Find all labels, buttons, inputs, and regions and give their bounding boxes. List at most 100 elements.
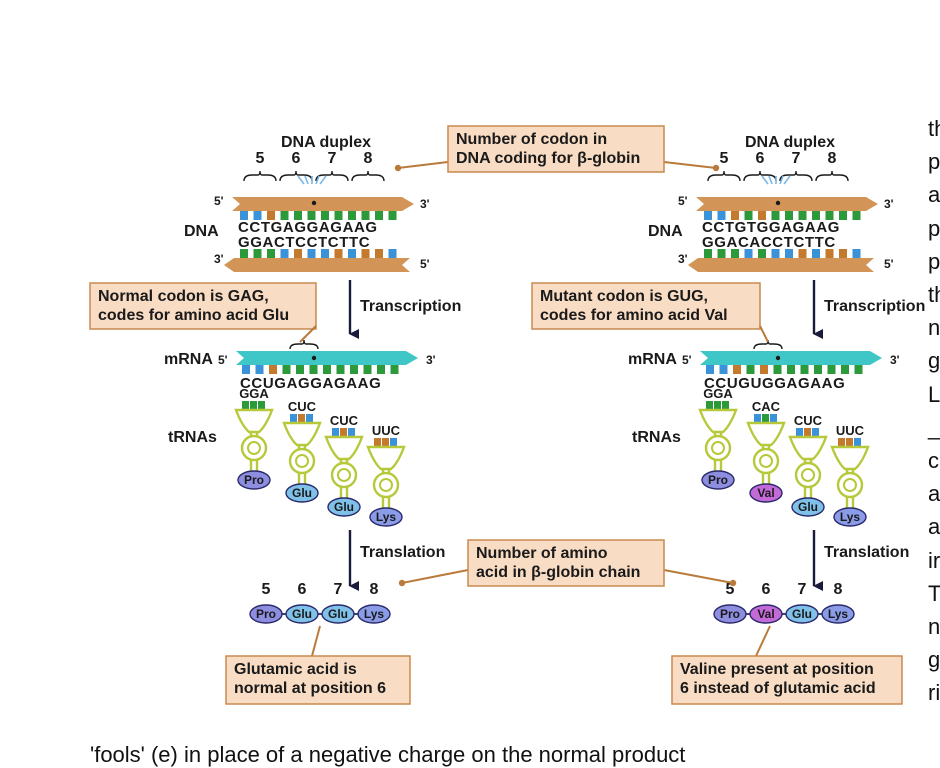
side-text-fragment: p	[928, 215, 940, 241]
mutant-trna-amino-label-4: Lys	[840, 510, 861, 524]
mutant-anticodon-2: CAC	[752, 399, 781, 414]
mutant-trna-loop	[752, 447, 780, 475]
normal-mrna-base	[390, 365, 399, 374]
codon-number-leader-right-dot	[712, 164, 720, 172]
mutant-mutation-dot	[775, 200, 781, 206]
normal-dna-bottom-base	[334, 249, 343, 258]
normal-anticodon-3: CUC	[330, 413, 359, 428]
normal-trna-head	[324, 435, 364, 461]
normal-trna-loop	[288, 447, 316, 475]
normal-trna-base	[390, 438, 397, 447]
side-text-fragment: n	[928, 315, 940, 341]
codon-number-leader-right	[663, 161, 717, 169]
mutant-mrna-base	[827, 365, 836, 374]
normal-mutation-sparkle	[304, 175, 309, 185]
side-text-fragment: n	[928, 614, 940, 639]
mutant-dna-bottom-sequence: GGACACCTCTTC	[702, 234, 836, 251]
normal-mrna-base	[269, 365, 277, 374]
mutant-trna-base	[706, 401, 713, 410]
callout-codon-number-line-2: DNA coding for β-globin	[456, 150, 640, 167]
mutant-trna-amino-label-1: Pro	[708, 473, 728, 487]
normal-dna-bottom-strand	[224, 258, 410, 272]
mutant-dna-bottom-base	[852, 249, 861, 258]
normal-chain-amino-4	[357, 604, 391, 624]
normal-trna-inner-loop	[247, 441, 261, 455]
mutant-dna-top-base	[798, 211, 807, 220]
mutant-codon-leader	[759, 325, 769, 343]
normal-dna-bottom-base	[267, 249, 275, 258]
normal-codon-position-8: 8	[364, 150, 373, 167]
mutant-trna-stem	[845, 469, 855, 509]
normal-mrna-base	[255, 365, 264, 374]
mutant-trna-base	[722, 401, 729, 410]
normal-mrna-strand	[236, 351, 418, 365]
normal-dna-five-prime: 5'	[214, 194, 224, 208]
normal-dna-top-strand	[232, 197, 414, 211]
normal-trna-base	[242, 401, 249, 410]
mutant-codon-position-8: 8	[828, 150, 837, 167]
mutant-dna-bottom-base	[704, 249, 712, 258]
normal-trna-stem	[381, 469, 391, 509]
normal-dna-five-prime-bottom: 5'	[420, 257, 430, 271]
normal-anticodon-4: UUC	[372, 423, 401, 438]
glutamic-leader	[311, 625, 321, 657]
mutant-trna-loop	[794, 461, 822, 489]
normal-trna-base	[340, 428, 347, 437]
normal-trna-base	[250, 401, 257, 410]
normal-transcription-label: Transcription	[360, 298, 461, 315]
mutant-trna-base	[762, 414, 769, 423]
mutant-chain-amino-label-4: Lys	[828, 607, 849, 621]
normal-chain-amino-label-3: Glu	[328, 607, 348, 621]
normal-mrna-base	[242, 365, 250, 374]
mutant-trna-4: UUC Lys	[830, 423, 870, 527]
mutant-trna-head	[830, 445, 870, 471]
normal-mrna-codon-brace	[289, 339, 319, 350]
side-text-fragment: c	[928, 448, 939, 473]
mutant-trna-base	[796, 428, 803, 437]
mutant-trna-base	[854, 438, 861, 447]
mutant-mrna-base	[800, 365, 809, 374]
normal-dna-top-sequence: CCTGAGGAGAAG	[238, 219, 378, 236]
normal-dna-top-base	[375, 211, 383, 220]
mutant-dna-three-prime-bottom: 3'	[678, 252, 688, 266]
mutant-dna-bottom-strand	[688, 258, 874, 272]
normal-trna-base	[382, 438, 389, 447]
mutant-trna-amino-lys	[833, 507, 867, 527]
mutant-codon-position-5: 5	[720, 150, 729, 167]
mutant-mutation-sparkle	[783, 175, 791, 185]
mutant-dna-top-base	[717, 211, 726, 220]
normal-trna-base	[306, 414, 313, 423]
normal-trna-base	[348, 428, 355, 437]
callout-valine-present-line-2: 6 instead of glutamic acid	[680, 680, 876, 697]
mutant-mrna-base	[746, 365, 755, 374]
normal-dna-top-base	[334, 211, 343, 220]
normal-mrna-base	[296, 365, 304, 374]
normal-trna-amino-glu	[285, 483, 319, 503]
codon-number-leader-left	[397, 161, 449, 169]
mutant-trna-head	[698, 408, 738, 434]
normal-mutation-dot	[311, 200, 317, 206]
side-text-fragment: a	[928, 481, 940, 507]
mutant-chain-position-8: 8	[834, 581, 843, 598]
normal-codon-position-6: 6	[292, 150, 301, 167]
normal-dna-bottom-base	[240, 249, 248, 258]
side-text-fragment: p	[928, 149, 940, 175]
mutant-mrna-base	[814, 365, 822, 374]
normal-chain-amino-label-2: Glu	[292, 607, 312, 621]
callout-amino-acid-number-box	[467, 539, 665, 587]
mutant-mrna-base	[773, 365, 782, 374]
mutant-dna-bottom-base	[771, 249, 780, 258]
normal-codon-brace-8	[351, 170, 385, 182]
side-text-fragment: p	[928, 248, 940, 274]
normal-trna-amino-lys	[369, 507, 403, 527]
mutant-chain-amino-label-1: Pro	[720, 607, 740, 621]
mutant-anticodon-4: UUC	[836, 423, 865, 438]
normal-dna-duplex-title: DNA duplex	[281, 134, 371, 151]
normal-dna-top-base	[361, 211, 370, 220]
side-text-fragment: ir	[928, 547, 940, 573]
